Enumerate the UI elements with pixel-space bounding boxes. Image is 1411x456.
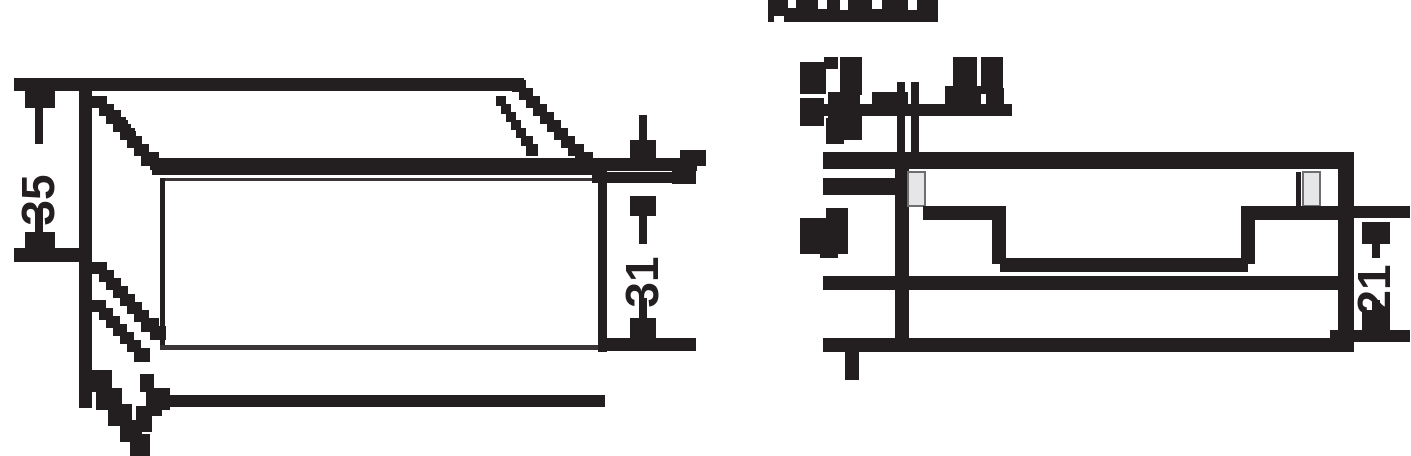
dim-21-top-arrowhead [1362,222,1390,244]
dim-21-value: 21 [1348,264,1400,315]
dim-31-top-arrowhead [630,140,656,160]
front-top-rim [152,158,607,175]
inner-top-right-chamfer [496,96,538,156]
dim-31-bottom-arrowhead [630,318,656,338]
dim-21-bottom-arrowhead [1362,310,1390,332]
dim-31-top-extension-2 [592,172,682,183]
basin-left-step-wall [992,206,1006,264]
bottom-front-left-joint [150,388,170,410]
dim-21-bottom-extension [1330,330,1410,342]
section-mid-rail [823,276,1353,290]
redacted-left-lower [800,208,848,258]
right-cross-section-view: 21 [800,57,1410,380]
lower-left-inner-edge [92,300,150,362]
redacted-top-mid [945,57,1004,108]
top-back-rail [14,78,524,91]
lower-left-perspective-edge [92,262,166,340]
dim-35-top-arrowhead [25,88,55,108]
redacted-title-block [768,0,938,22]
section-right-outer-wall [1338,152,1354,352]
dim-21-line-lower [1372,300,1380,316]
dim-31-right-tick [680,150,706,166]
basin-right-step-wall [1241,206,1255,264]
basin-floor [1000,258,1248,272]
dim-31-upper-inner-arrowhead [630,196,656,216]
dim-35-bottom-extension [14,248,82,262]
left-back-post [79,85,92,265]
dim-31-value: 31 [616,256,668,307]
dim-31-line-upper-inner [639,212,647,244]
basin-left-ledge [923,206,1005,220]
fastener-right-icon [1302,171,1321,207]
dim-31-bottom-extension [598,338,696,351]
dim-21-top-extension [1330,206,1410,218]
left-isometric-view: 35 31 [12,78,706,456]
dim-35-value: 35 [12,174,64,225]
fastener-left-icon [907,171,926,207]
basin-right-ledge [1244,206,1340,220]
dimension-21: 21 [1330,206,1410,342]
rim-inner-line [160,178,600,181]
section-bottom-rail [823,338,1353,352]
section-bottom-stub [845,352,859,380]
upper-left-inner-edge [112,110,154,162]
dim-35-bottom-arrowhead [25,232,55,252]
dim-31-right-tick-2 [672,166,696,184]
bottom-front-edge [160,395,605,407]
fastener-right-edge [1296,172,1301,206]
vertical-leader-a [897,82,905,154]
section-left-lower-wall [895,276,909,352]
dim-31-line-top [639,115,647,147]
dimension-35: 35 [12,78,82,262]
front-face-bottom-line [160,345,607,350]
dim-35-line-upper [35,106,43,144]
dim-31-line-lower [639,298,647,326]
dim-31-top-extension [585,158,697,171]
front-face-right-edge [598,162,607,352]
vertical-leader-b [911,82,919,154]
dimension-31: 31 [585,115,706,351]
dim-35-top-extension [14,78,70,90]
section-top-rail [823,152,1353,169]
front-face-left-edge [160,178,165,348]
dim-35-line-lower [35,208,43,240]
dim-21-line-upper [1372,240,1380,258]
